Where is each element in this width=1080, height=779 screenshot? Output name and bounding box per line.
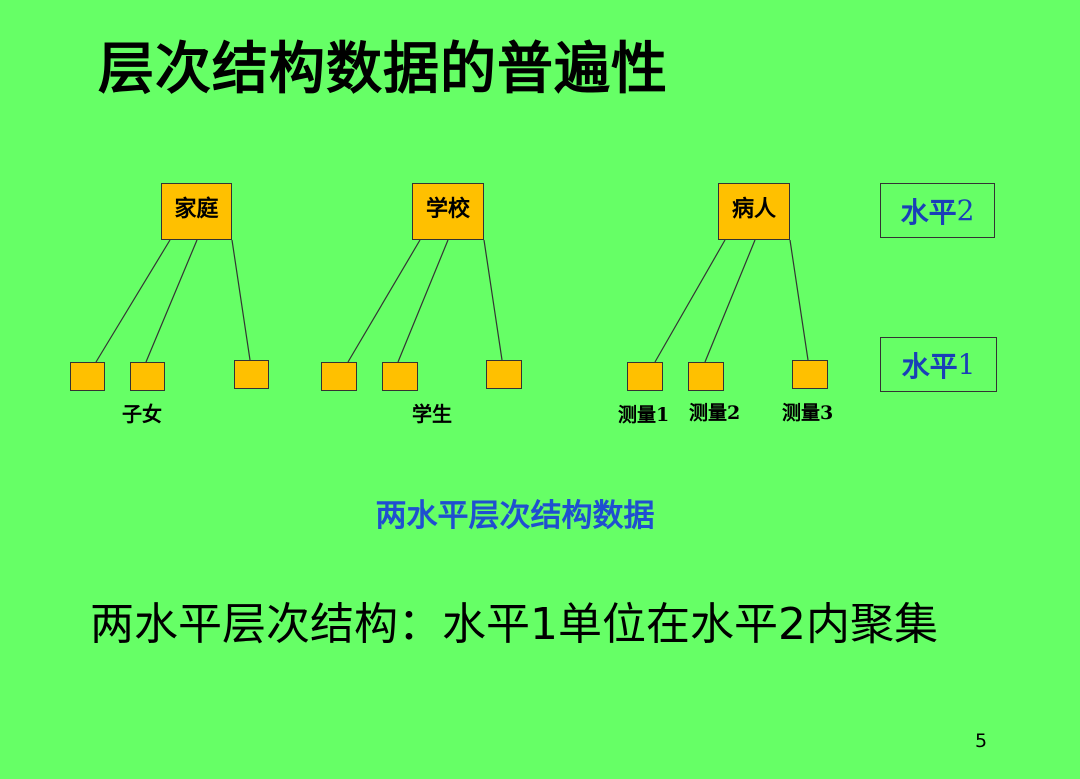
level-1-number: 1 — [957, 348, 976, 381]
edge-line — [347, 239, 421, 363]
edge-line — [654, 239, 726, 363]
child-label-family: 子女 — [122, 402, 162, 426]
child-label-measure-3: 测量3 — [782, 402, 834, 424]
summary-statement: 两水平层次结构：水平1单位在水平2内聚集 — [90, 599, 938, 650]
child-node — [486, 360, 522, 389]
parent-node-school: 学校 — [412, 183, 484, 240]
level-2-text: 水平 — [900, 195, 957, 229]
diagram-caption: 两水平层次结构数据 — [375, 498, 655, 534]
slide-title: 层次结构数据的普遍性 — [98, 37, 668, 102]
child-label-measure-2: 测量2 — [689, 402, 741, 424]
child-node — [234, 360, 269, 389]
parent-node-label: 病人 — [731, 196, 776, 222]
parent-node-patient: 病人 — [718, 183, 790, 240]
parent-node-label: 学校 — [425, 196, 470, 222]
child-label-measure-1: 测量1 — [618, 404, 670, 426]
child-node — [627, 362, 663, 391]
edge-line — [95, 239, 171, 363]
child-node — [321, 362, 357, 391]
child-node — [688, 362, 724, 391]
level-1-text: 水平 — [901, 349, 958, 383]
edge-line — [231, 239, 251, 361]
child-node — [792, 360, 828, 389]
child-label-school: 学生 — [412, 402, 452, 426]
edge-line — [789, 239, 809, 361]
edge-line — [704, 239, 756, 363]
edge-line — [483, 239, 503, 361]
child-node — [130, 362, 165, 391]
child-node — [382, 362, 418, 391]
parent-node-family: 家庭 — [161, 183, 232, 240]
edge-line — [397, 239, 449, 363]
level-2-number: 2 — [956, 194, 975, 227]
edge-line — [145, 239, 198, 363]
page-number: 5 — [975, 730, 988, 752]
parent-node-label: 家庭 — [174, 196, 219, 222]
child-node — [70, 362, 105, 391]
